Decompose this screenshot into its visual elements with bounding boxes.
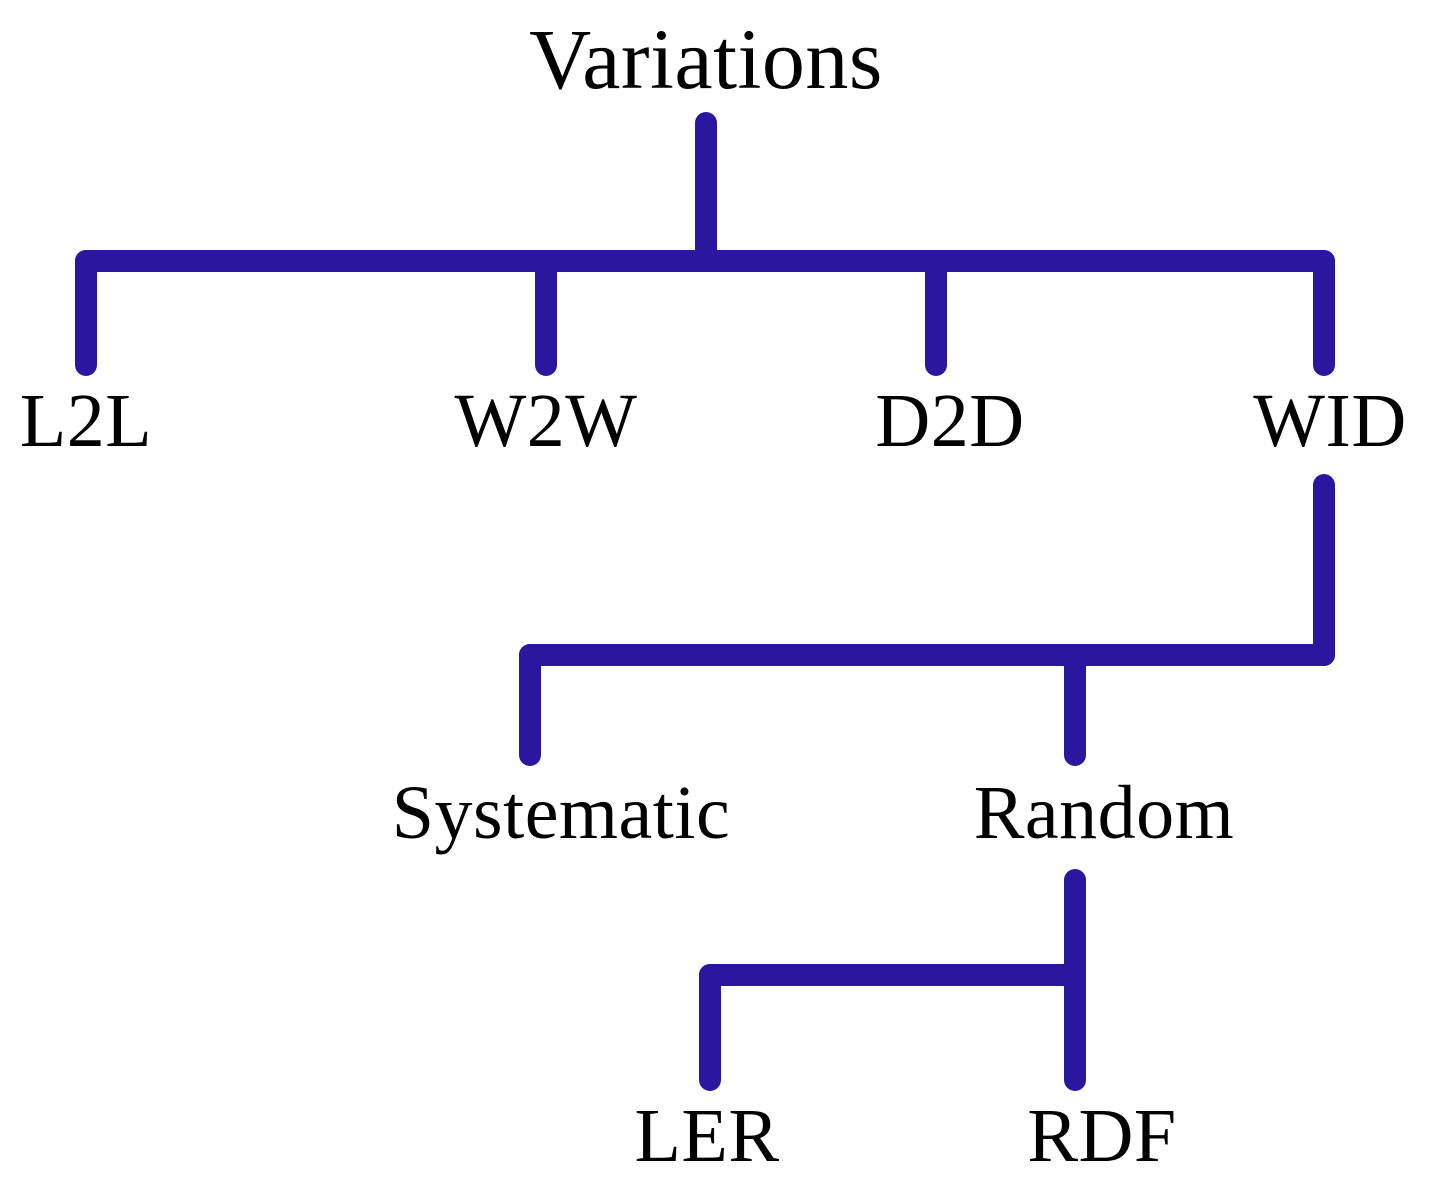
node-label-w2w: W2W (454, 379, 638, 463)
node-label-systematic: Systematic (391, 771, 731, 855)
node-label-rdf: RDF (1027, 1094, 1177, 1178)
node-label-wid: WID (1253, 379, 1407, 463)
node-label-d2d: D2D (875, 379, 1025, 463)
node-label-l2l: L2L (19, 379, 153, 463)
node-label-ler: LER (634, 1094, 780, 1178)
node-label-random: Random (973, 771, 1235, 855)
node-label-variations: Variations (529, 11, 883, 107)
